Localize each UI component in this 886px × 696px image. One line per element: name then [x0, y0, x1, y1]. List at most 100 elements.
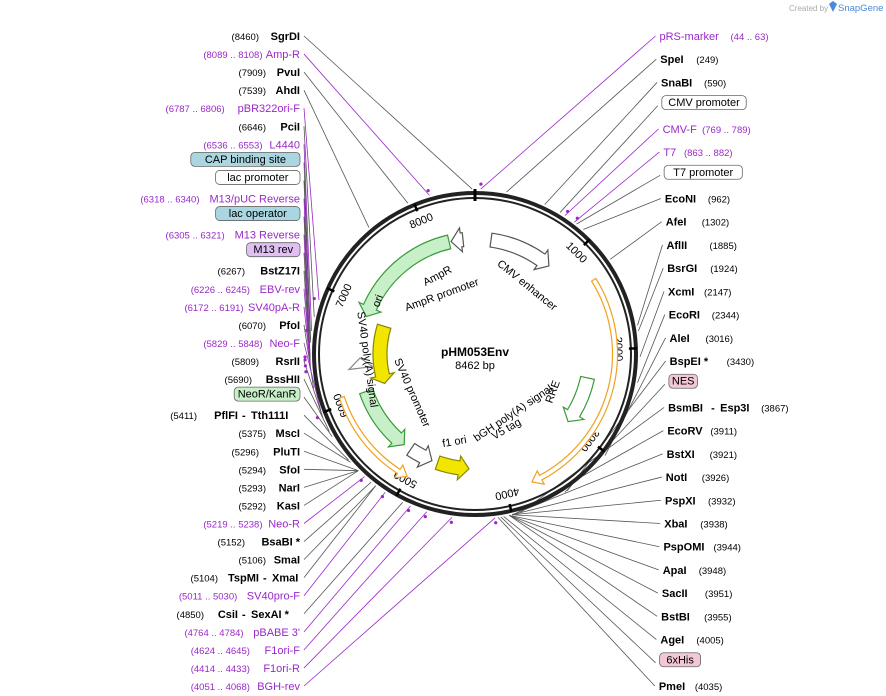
label-alei[interactable]: AleI(3016) [670, 333, 733, 345]
label-nari[interactable]: NarI(5293) [239, 482, 300, 494]
label-pflfi[interactable]: PflFI- Tth111I(5411) [170, 410, 288, 422]
leader-line [303, 511, 428, 651]
label-m13-puc-reverse[interactable]: M13/pUC Reverse(6318 .. 6340) [140, 194, 300, 206]
leader-line [512, 499, 662, 516]
label-name: AleI [670, 333, 690, 345]
feature-ampr-promoter[interactable] [450, 226, 465, 254]
primer-marker [565, 209, 570, 214]
label-snabi[interactable]: SnaBI(590) [661, 77, 726, 89]
label-bspei[interactable]: BspEI *(3430) [670, 356, 754, 368]
label-econi[interactable]: EcoNI(962) [665, 194, 730, 206]
label-position: (7539) [239, 86, 266, 97]
label-ebv-rev[interactable]: EBV-rev(6226 .. 6245) [191, 284, 301, 296]
label-6xhis[interactable]: 6xHis [659, 652, 702, 668]
label-sv40pro-f[interactable]: SV40pro-F(5011 .. 5030) [179, 591, 300, 603]
label-pspxi[interactable]: PspXI(3932) [665, 495, 735, 507]
label-bsrgi[interactable]: BsrGI(1924) [667, 263, 737, 275]
label-rsrii[interactable]: RsrII(5809) [232, 356, 300, 368]
feature-cmv-enhancer[interactable] [489, 232, 550, 271]
plasmid-center: pHM053Env 8462 bp [441, 345, 509, 372]
label-cap-binding-site[interactable]: CAP binding site [190, 151, 301, 167]
label-bgh-rev[interactable]: BGH-rev(4051 .. 4068) [191, 681, 301, 693]
label-pfoi[interactable]: PfoI(6070) [239, 320, 300, 332]
label-noti[interactable]: NotI(3926) [666, 472, 729, 484]
label-name: BstZ17I [260, 266, 300, 278]
label-pspomi[interactable]: PspOMI(3944) [663, 542, 740, 554]
feature-f1-ori[interactable] [434, 454, 470, 482]
label-m13-reverse[interactable]: M13 Reverse(6305 .. 6321) [166, 230, 300, 242]
label-aflii[interactable]: AflII(1885) [666, 240, 736, 252]
leader-line [303, 517, 496, 687]
label-bsmbi[interactable]: BsmBI- Esp3I(3867) [668, 402, 788, 414]
label-neo-f[interactable]: Neo-F(5829 .. 5848) [203, 338, 300, 350]
label-cmv-promoter[interactable]: CMV promoter [661, 95, 747, 111]
feature-box [246, 242, 301, 258]
label-name: PvuI [277, 67, 300, 79]
label-l4440[interactable]: L4440(6536 .. 6553) [203, 139, 300, 151]
label-ahdi[interactable]: AhdI(7539) [239, 85, 300, 97]
leader-line [303, 505, 411, 633]
leader-line [303, 450, 359, 472]
feature-rre[interactable] [562, 375, 596, 423]
feature-env[interactable] [531, 277, 619, 486]
label-xbai[interactable]: XbaI(3938) [664, 519, 727, 531]
label-pbabe-3[interactable]: pBABE 3'(4764 .. 4784) [184, 627, 300, 639]
label-sfoi[interactable]: SfoI(5294) [239, 464, 300, 476]
label-bstz17i[interactable]: BstZ17I(6267) [218, 266, 300, 278]
feature-neor-kanr[interactable] [358, 388, 406, 448]
label-m13-rev[interactable]: M13 rev [246, 242, 301, 258]
label-cmv-f[interactable]: CMV-F(769 .. 789) [663, 124, 751, 136]
label-ecorv[interactable]: EcoRV(3911) [667, 426, 737, 438]
label-neor-kanr[interactable]: NeoR/KanR [233, 386, 301, 402]
label-prs-marker[interactable]: pRS-marker(44 .. 63) [660, 31, 769, 43]
label-kasi[interactable]: KasI(5292) [239, 500, 300, 512]
primer-marker [380, 494, 385, 499]
label-name: XcmI [668, 286, 694, 298]
label-bstbi[interactable]: BstBI(3955) [661, 611, 731, 623]
label-pbr322ori-f[interactable]: pBR322ori-F(6787 .. 6806) [166, 103, 301, 115]
feature-ori[interactable] [368, 323, 396, 385]
label-t7-promoter[interactable]: T7 promoter [663, 164, 743, 180]
label-pvui[interactable]: PvuI(7909) [239, 67, 300, 79]
label-position: (6536 .. 6553) [203, 140, 262, 151]
label-f1ori-f[interactable]: F1ori-F(4624 .. 4645) [191, 645, 301, 657]
label-nes[interactable]: NES [668, 373, 698, 389]
label-sgrdi[interactable]: SgrDI(8460) [232, 31, 300, 43]
label-smai[interactable]: SmaI(5106) [239, 555, 300, 567]
label-bsshii[interactable]: BssHII(5690) [225, 374, 300, 386]
label-neo-r[interactable]: Neo-R(5219 .. 5238) [203, 519, 300, 531]
label-pluti[interactable]: PluTI(5296) [232, 446, 300, 458]
label-lac-promoter[interactable]: lac promoter [215, 170, 301, 185]
label-afei[interactable]: AfeI(1302) [666, 217, 729, 229]
label-apai[interactable]: ApaI(3948) [663, 565, 726, 577]
label-spei[interactable]: SpeI(249) [660, 54, 718, 66]
label-t7[interactable]: T7(863 .. 882) [663, 147, 732, 159]
label-xcmi[interactable]: XcmI(2147) [668, 286, 731, 298]
leader-line [303, 470, 359, 488]
label-position: (5296) [232, 447, 259, 458]
label-pmei[interactable]: PmeI(4035) [659, 681, 722, 693]
leader-line [303, 485, 376, 560]
label-position: (4624 .. 4645) [191, 646, 250, 657]
label-sacii[interactable]: SacII(3951) [662, 588, 732, 600]
label-f1ori-r[interactable]: F1ori-R(4414 .. 4433) [191, 663, 300, 675]
label-bstxi[interactable]: BstXI(3921) [667, 449, 737, 461]
leader-line [503, 516, 657, 640]
label-position: (4035) [695, 682, 722, 693]
feature-rev[interactable] [338, 395, 408, 479]
label-bsabi[interactable]: BsaBI *(5152) [218, 537, 301, 549]
label-extra-name: Tth111I [251, 410, 288, 422]
label-ecori[interactable]: EcoRI(2344) [669, 310, 739, 322]
label-tspmi[interactable]: TspMI- XmaI(5104) [191, 573, 299, 585]
feature-ampr[interactable] [357, 234, 452, 318]
label-position: (5294) [239, 465, 266, 476]
label-pcii[interactable]: PciI(6646) [239, 121, 300, 133]
label-lac-operator[interactable]: lac operator [215, 206, 301, 221]
label-sv40pa-r[interactable]: SV40pA-R(6172 .. 6191) [184, 302, 300, 314]
label-msci[interactable]: MscI(5375) [239, 428, 300, 440]
label-csii[interactable]: CsiI- SexAI *(4850) [177, 609, 290, 621]
label-amp-r[interactable]: Amp-R(8089 .. 8108) [203, 49, 300, 61]
feature-sv40-promoter[interactable] [405, 442, 433, 469]
label-agei[interactable]: AgeI(4005) [660, 635, 723, 647]
feature-sv40-poly-a-signal[interactable] [347, 357, 375, 371]
